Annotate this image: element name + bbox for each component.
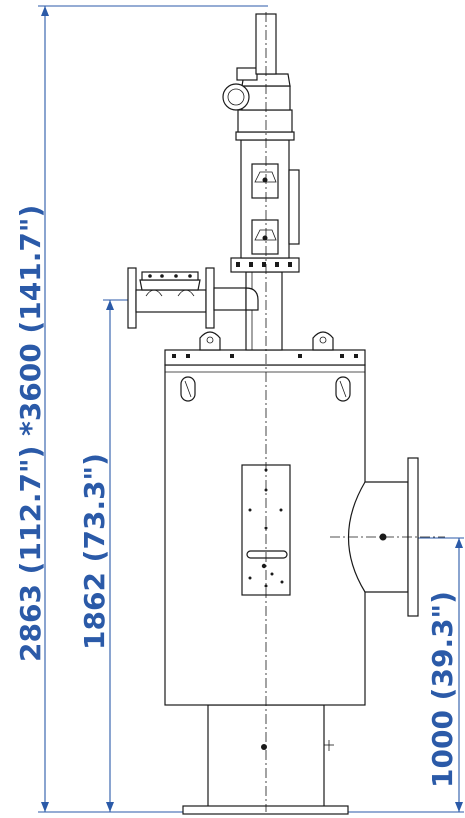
- lifting-lug-left: [199, 331, 221, 351]
- dimension-overall-height: 2863 (112.7") *3600 (141.7"): [14, 5, 268, 813]
- dimension-label-outlet-height: 1000 (39.3"): [426, 591, 459, 788]
- motor: [222, 13, 293, 133]
- main-vessel: [164, 331, 366, 706]
- lifting-lug-right: [312, 331, 334, 351]
- actuator-housing: [230, 131, 300, 273]
- base-skirt: [182, 704, 349, 815]
- dimension-outlet-height: 1000 (39.3"): [340, 537, 464, 813]
- inlet-valve: [127, 267, 259, 329]
- drive-shaft-column: [245, 271, 283, 351]
- centerlines: [265, 12, 445, 812]
- dimension-label-overall-height: 2863 (112.7") *3600 (141.7"): [14, 205, 47, 662]
- dimension-inlet-height: 1862 (73.3"): [78, 299, 135, 812]
- dimension-label-inlet-height: 1862 (73.3"): [78, 453, 111, 650]
- vessel-flange-bolts: [172, 354, 358, 358]
